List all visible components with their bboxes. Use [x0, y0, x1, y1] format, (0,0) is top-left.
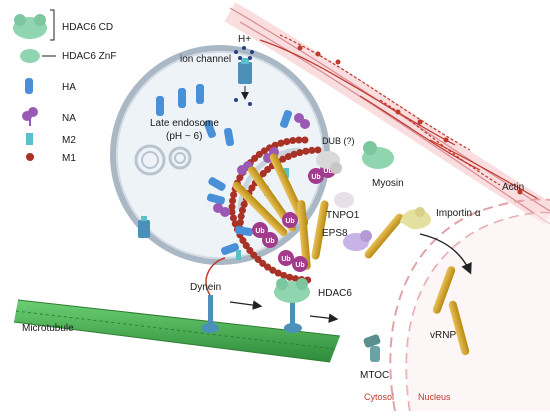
legend-label-ha: HA — [62, 82, 76, 93]
microtubule-label: Microtubule — [22, 323, 74, 334]
ion-channel-label: ion channel — [180, 54, 231, 65]
ion-channel — [234, 46, 254, 106]
transport-arrows — [229, 300, 339, 323]
ub-label: Ub — [285, 218, 294, 225]
actin-filaments — [259, 34, 541, 201]
ub-label: Ub — [281, 256, 290, 263]
late-endosome-label: Late endosome — [150, 118, 219, 129]
ha-icon — [25, 78, 33, 94]
vrnp-bundle — [232, 153, 470, 356]
myosin-protein — [362, 141, 394, 169]
m1-icon — [26, 153, 34, 161]
myosin-label: Myosin — [372, 178, 404, 189]
legend — [13, 9, 56, 161]
dynein-motor — [201, 257, 302, 333]
mtoc-label: MTOC — [360, 370, 389, 381]
ha-spikes — [156, 84, 292, 255]
eps8-protein — [343, 230, 372, 251]
dynein-label: Dynein — [190, 282, 221, 293]
dub-protein — [316, 151, 342, 174]
legend-label-hdac6-cd: HDAC6 CD — [62, 22, 113, 33]
mtoc — [363, 334, 381, 362]
legend-label-hdac6-znf: HDAC6 ZnF — [62, 51, 116, 62]
ub-label: Ub — [295, 262, 304, 269]
hdac6-znf-icon — [20, 49, 56, 63]
na-icon — [22, 107, 38, 126]
m2-icon — [26, 133, 33, 145]
tnpo1-label: TNPO1 — [326, 210, 360, 221]
nuclear-envelope — [389, 198, 550, 412]
import-arrow — [419, 233, 472, 275]
importin-label: Importin α — [436, 208, 481, 219]
cytosol-label: Cytosol — [364, 392, 394, 402]
legend-label-m1: M1 — [62, 153, 76, 164]
actin-label: Actin — [502, 182, 524, 193]
importin-alpha-protein — [400, 207, 432, 230]
legend-label-m2: M2 — [62, 135, 76, 146]
hdac6-label: HDAC6 — [318, 288, 352, 299]
virion-envelope — [228, 136, 322, 284]
ion-channel-left — [138, 216, 150, 238]
ub-labels: Ub Ub Ub Ub Ub Ub Ub — [255, 168, 332, 269]
ub-label: Ub — [255, 228, 264, 235]
ub-label: Ub — [311, 174, 320, 181]
na-spikes — [213, 113, 310, 217]
hdac6-cd-icon — [13, 9, 55, 41]
ub-label: Ub — [323, 168, 332, 175]
dub-label: DUB (?) — [322, 136, 355, 146]
legend-label-na: NA — [62, 113, 76, 124]
tnpo1-protein — [334, 192, 354, 208]
hdac6-complex — [274, 278, 310, 303]
ph-label: (pH ~ 6) — [166, 131, 202, 142]
vrnp-label: vRNP — [430, 330, 456, 341]
ub-label: Ub — [265, 238, 274, 245]
eps8-label: EPS8 — [322, 228, 348, 239]
h-plus-label: H+ — [238, 34, 251, 45]
nucleus-label: Nucleus — [418, 392, 451, 402]
